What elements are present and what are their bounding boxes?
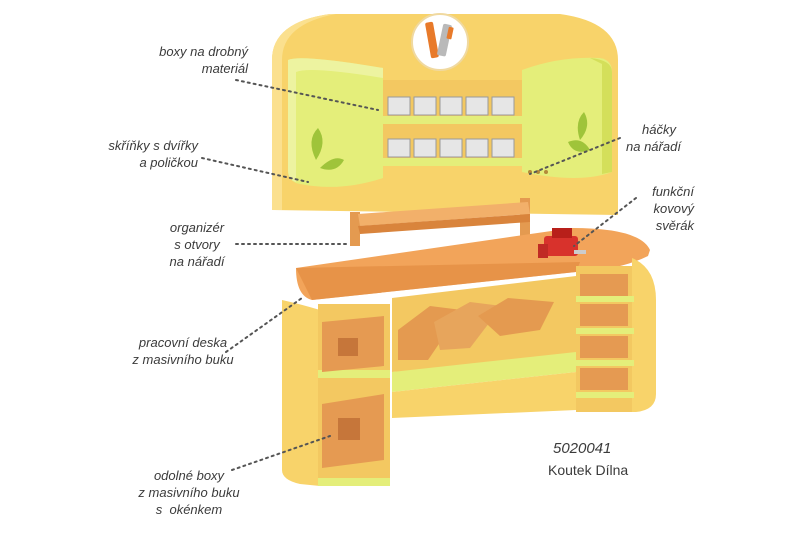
label-line: funkční [652, 184, 694, 199]
label-boxes-sturdy: odolné boxy z masivního buku s okénkem [128, 467, 250, 518]
label-line: a poličkou [139, 155, 198, 170]
sturdy-box-bottom [322, 394, 384, 468]
label-line: skříňky s dvířky [108, 138, 198, 153]
label-cabinets: skříňky s dvířky a poličkou [76, 137, 198, 171]
small-boxes-top [387, 96, 515, 116]
label-line: z masivního buku [138, 485, 240, 500]
label-line: s okénkem [155, 502, 223, 517]
label-line: z masivního buku [132, 352, 234, 367]
vise-icon [538, 228, 586, 258]
label-line: s otvory [174, 237, 220, 252]
label-organizer: organizér s otvory na nářadí [160, 219, 234, 270]
cabinet-right [522, 57, 612, 178]
leader-lines [201, 79, 637, 471]
saw-icon [425, 21, 454, 59]
label-worktop: pracovní deska z masivního buku [122, 334, 244, 368]
right-drawers [580, 274, 628, 390]
label-line: na nářadí [626, 139, 681, 154]
label-hooks: háčky na nářadí [626, 121, 716, 155]
leaf-icon [568, 112, 590, 152]
label-line: boxy na drobný [159, 44, 248, 59]
left-pedestal [282, 300, 320, 486]
label-line: háčky [642, 122, 676, 137]
label-line: kovový [653, 201, 694, 216]
tool-organizer [350, 198, 530, 246]
label-boxes-small: boxy na drobný materiál [140, 43, 248, 77]
leaf-icon [311, 128, 344, 170]
label-line: odolné boxy [153, 468, 225, 483]
label-line: materiál [201, 61, 248, 76]
label-line: pracovní deska [138, 335, 228, 350]
cabinet-left [288, 58, 383, 187]
tray-boxes [398, 298, 554, 360]
product-code: 5020041 [553, 440, 612, 457]
product-name: Koutek Dílna [548, 462, 629, 478]
sturdy-box-top [322, 316, 384, 372]
label-line: organizér [169, 220, 225, 235]
label-vise: funkční kovový svěrák [630, 183, 694, 234]
label-line: svěrák [655, 218, 694, 233]
small-boxes-bottom [387, 138, 515, 158]
label-line: na nářadí [169, 254, 225, 269]
